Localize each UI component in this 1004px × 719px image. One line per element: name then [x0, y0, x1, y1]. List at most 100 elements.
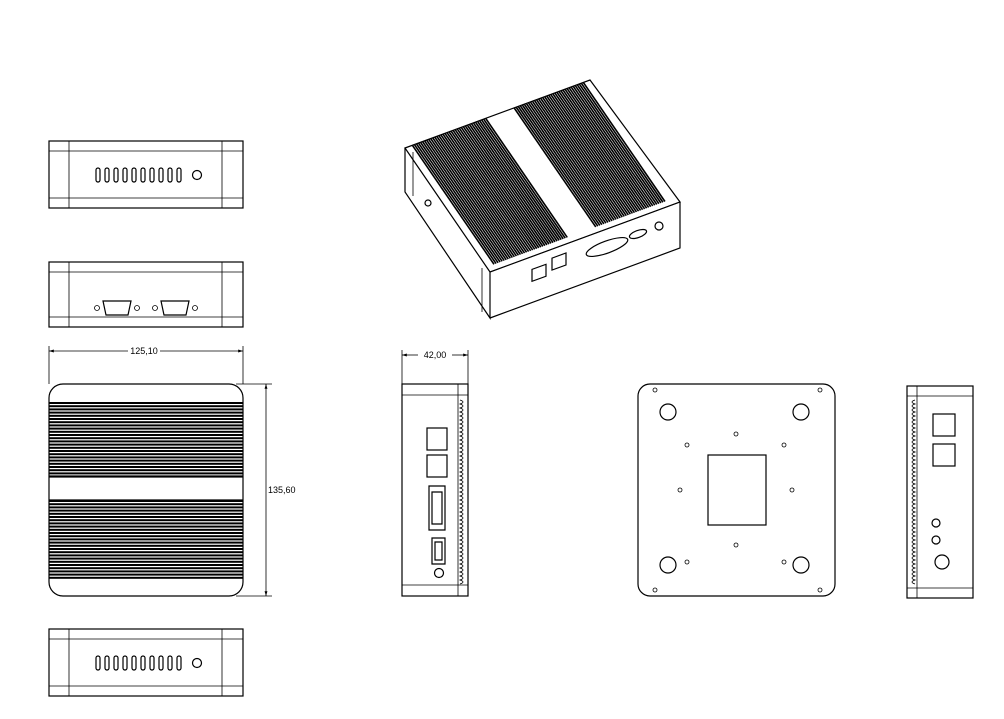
vent-slot	[122, 167, 128, 183]
heatsink-fin	[428, 138, 511, 259]
heatsink-fin	[49, 548, 243, 550]
heatsink-fin	[49, 516, 243, 518]
heatsink-fin	[523, 103, 607, 224]
heatsink-fin	[550, 93, 634, 214]
vent-slot	[140, 167, 146, 183]
heatsink-fin	[456, 128, 540, 249]
top-view	[48, 383, 244, 597]
heatsink-fins	[458, 399, 464, 585]
heatsink-fin	[576, 84, 660, 205]
depth-dimension-label: 135,60	[268, 485, 296, 495]
hdmi-port	[628, 228, 648, 240]
usb-port	[932, 413, 956, 437]
vga-port	[428, 485, 446, 531]
heatsink-fin	[49, 538, 243, 541]
heatsink-fin	[49, 469, 243, 472]
vent-slot	[158, 167, 164, 183]
heatsink-fin	[49, 528, 243, 531]
vesa-hole	[733, 431, 739, 437]
power-jack	[654, 221, 664, 231]
depth-dimension: 135,60	[236, 383, 296, 597]
usb-port	[426, 454, 448, 478]
power-button	[934, 554, 950, 570]
heatsink-fin	[49, 525, 243, 528]
heatsink-fin	[49, 450, 243, 452]
vent-slot	[95, 167, 101, 183]
heatsink-fin	[49, 446, 243, 449]
heatsink-fin	[460, 126, 544, 247]
heatsink-fin	[49, 532, 243, 534]
heatsink-fin	[564, 88, 648, 209]
audio-jack	[931, 518, 941, 528]
heatsink-fin	[450, 130, 534, 251]
usb-port	[426, 427, 448, 451]
heatsink-fin	[568, 87, 652, 208]
heatsink-fin	[49, 459, 243, 462]
screw-hole	[652, 587, 658, 593]
vent-slot	[176, 655, 182, 671]
heatsink-fin	[525, 102, 609, 223]
heatsink-fin	[556, 91, 640, 212]
heatsink-fin	[49, 522, 243, 525]
heatsink-fin	[537, 98, 621, 219]
mounting-hole	[792, 556, 810, 574]
heatsink-fin	[49, 462, 243, 465]
heatsink-fin	[49, 570, 243, 573]
side-view-right	[906, 385, 974, 599]
vent-slot	[113, 167, 119, 183]
heatsink-fin	[464, 125, 548, 246]
vent-slot	[149, 167, 155, 183]
heatsink-fin	[546, 95, 629, 216]
heatsink-fin	[458, 127, 542, 248]
heatsink-fin	[49, 411, 243, 414]
heatsink-fin	[49, 551, 243, 554]
heatsink-fin	[415, 143, 499, 264]
heatsink-fin	[49, 554, 243, 557]
heatsink-fin	[580, 82, 664, 203]
heatsink-fin	[531, 100, 615, 221]
db9-port-right	[152, 300, 198, 316]
heatsink-fin	[49, 506, 243, 509]
heatsink-fin	[466, 124, 550, 245]
heatsink-fin	[49, 509, 243, 512]
heatsink-fin	[485, 117, 568, 238]
heatsink-fin	[49, 466, 243, 468]
heatsink-fin	[566, 87, 650, 208]
heatsink-fin	[544, 96, 627, 217]
heatsink-fin	[49, 418, 243, 420]
heatsink-fin	[49, 500, 243, 502]
heatsink-fin	[535, 99, 619, 220]
vesa-hole	[789, 487, 795, 493]
vesa-hole	[677, 487, 683, 493]
heatsink-fins	[911, 399, 917, 585]
power-jack	[433, 567, 445, 579]
led-indicator	[191, 657, 203, 669]
side-view-left	[401, 383, 469, 597]
mounting-hole	[659, 556, 677, 574]
heatsink-fin	[423, 140, 507, 261]
heatsink-fin	[478, 120, 562, 241]
heatsink-fin	[470, 123, 554, 244]
heatsink-fin	[513, 107, 597, 228]
hdmi-port	[431, 537, 446, 565]
bottom-view	[637, 383, 836, 597]
heatsink-fin	[413, 144, 497, 265]
heatsink-fin	[438, 135, 522, 256]
vent-slot	[131, 167, 137, 183]
heatsink-fin	[476, 120, 560, 241]
heatsink-fin	[521, 104, 605, 225]
heatsink-fin	[430, 138, 513, 259]
width-dimension: 125,10	[48, 346, 244, 384]
led-indicator	[191, 169, 203, 181]
heatsink-fin	[454, 129, 538, 250]
vent-slot	[149, 655, 155, 671]
heatsink-fin	[572, 85, 656, 206]
heatsink-fin	[482, 118, 566, 239]
heatsink-fin	[442, 133, 526, 254]
heatsink-fin	[541, 96, 625, 217]
heatsink-fin	[49, 408, 243, 411]
heatsink-fin	[49, 443, 243, 446]
vent-slot	[95, 655, 101, 671]
isometric-view	[404, 79, 681, 320]
